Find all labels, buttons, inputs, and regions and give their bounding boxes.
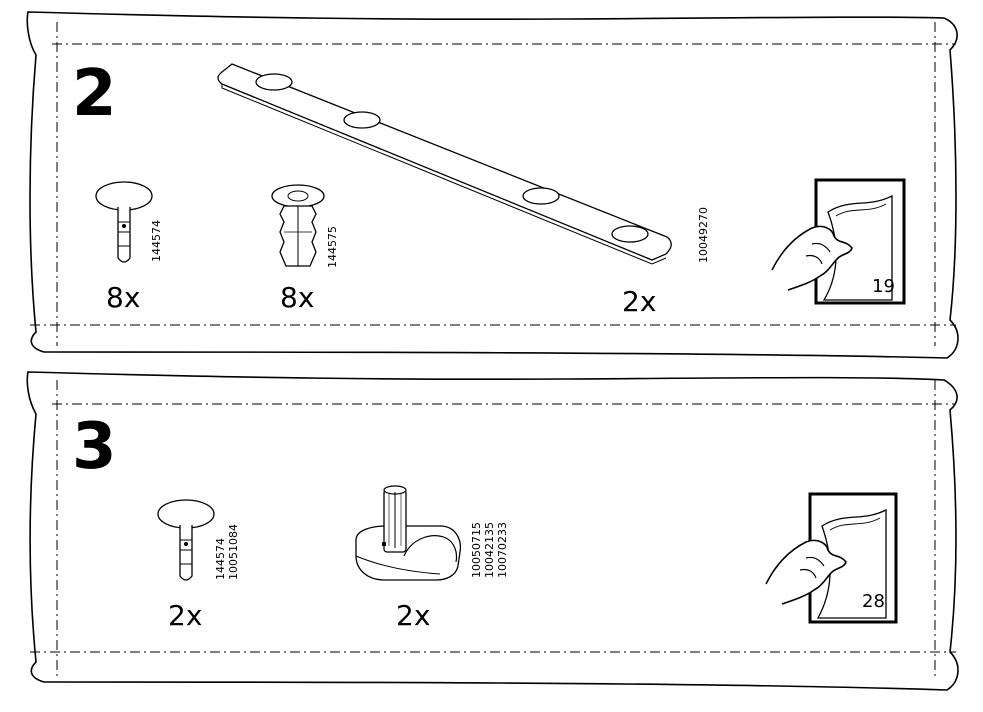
step-number: 2 <box>72 57 117 131</box>
page-reference-box: 28 <box>765 492 898 624</box>
connector-plate-icon <box>217 63 672 265</box>
part-code: 10050715 <box>470 522 483 578</box>
part-code: 10042135 <box>483 522 496 578</box>
cam-dowel-icon <box>157 499 215 581</box>
step-2-panel: 2 144574 8x 144575 8x <box>26 11 959 359</box>
shelf-support-pin-icon <box>355 485 462 581</box>
step-3-panel: 3 144574 10051084 2x 10050715 10042135 <box>26 371 959 691</box>
part-quantity: 2x <box>622 285 656 318</box>
part-code: 144574 <box>150 220 163 262</box>
step-number: 3 <box>72 410 117 484</box>
cam-dowel-icon <box>95 181 153 263</box>
part-quantity: 2x <box>396 599 430 632</box>
part-quantity: 2x <box>168 599 202 632</box>
hand-icon <box>771 225 853 291</box>
part-code: 144574 <box>214 538 227 580</box>
page-reference-number: 28 <box>862 591 885 612</box>
part-quantity: 8x <box>280 281 314 314</box>
hand-icon <box>765 539 847 605</box>
page-reference-box: 19 <box>771 178 906 305</box>
page-reference-number: 19 <box>872 276 895 297</box>
part-code: 10070233 <box>496 522 509 578</box>
panel-outline <box>26 371 959 691</box>
cam-lock-insert-icon <box>271 184 325 267</box>
part-code: 10049270 <box>697 207 710 263</box>
part-code: 144575 <box>326 226 339 268</box>
part-quantity: 8x <box>106 281 140 314</box>
part-code: 10051084 <box>227 524 240 580</box>
